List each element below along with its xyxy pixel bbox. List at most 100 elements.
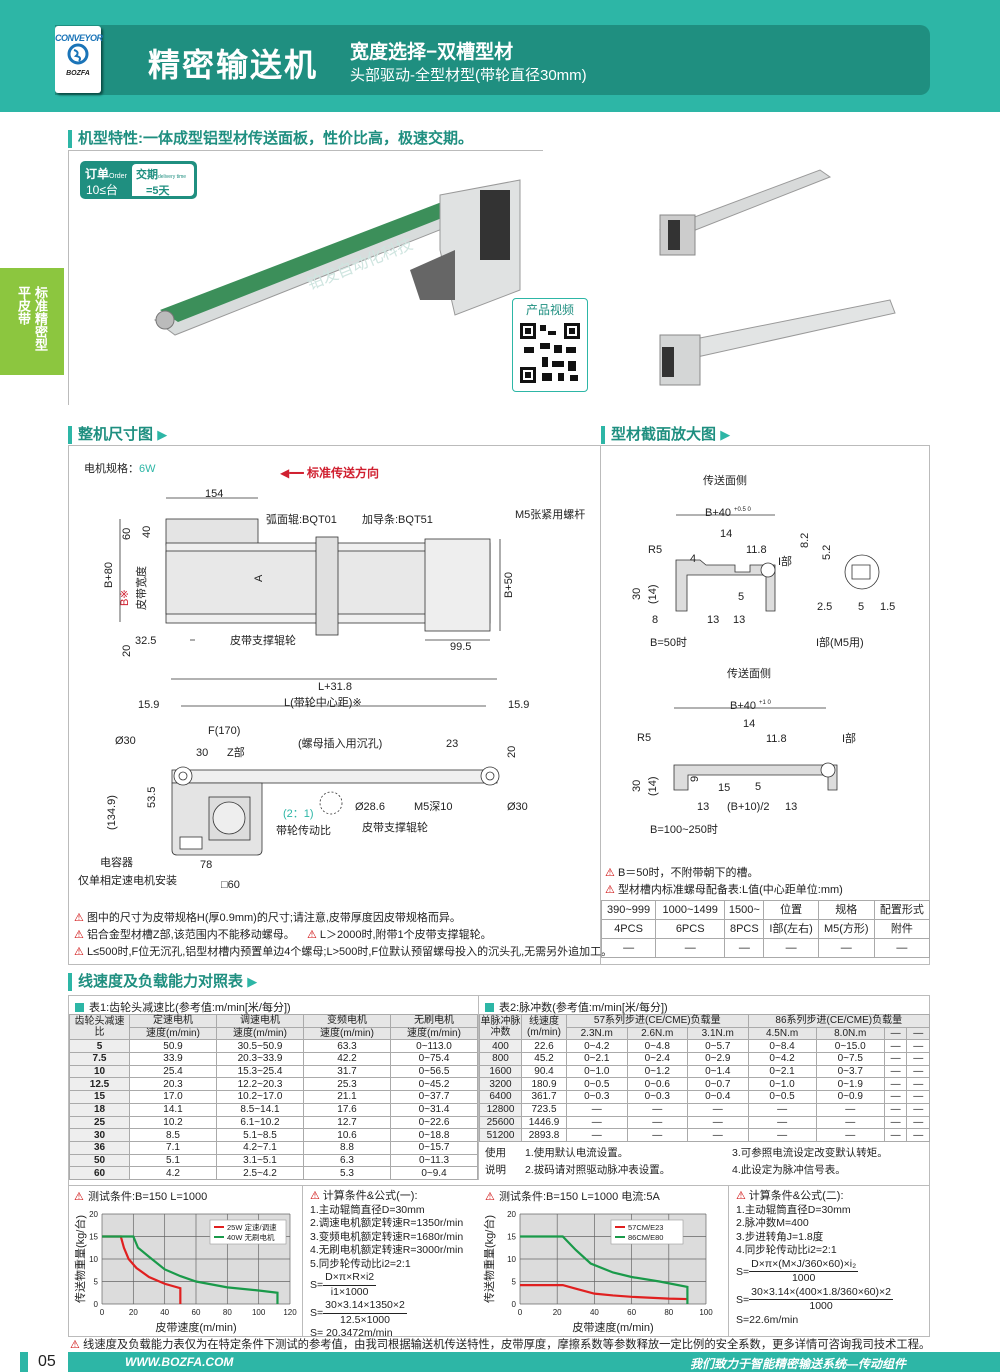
table-cell: M5(方形) xyxy=(817,919,875,939)
table-cell: 0~0.5 xyxy=(747,1090,817,1104)
col-header: 定速电机 xyxy=(129,1014,217,1028)
y-axis-label: 传送物重量(kg/台) xyxy=(482,1215,496,1303)
table1-caption: 表1:齿轮头减速比(参考值:m/min[米/每分]) xyxy=(69,996,478,1014)
y-tick-label: 15 xyxy=(89,1233,98,1242)
table-cell: 800 xyxy=(479,1052,522,1066)
y-tick-label: 0 xyxy=(94,1300,99,1309)
table-cell: — xyxy=(817,938,875,958)
table-cell: 180.9 xyxy=(521,1077,567,1092)
order-label: 订单 xyxy=(85,167,110,181)
table-cell: — xyxy=(566,1102,628,1117)
table-cell: I部(左右) xyxy=(763,919,819,939)
arrow-left-icon: ◀━━ xyxy=(280,466,308,480)
table-cell: 0~9.4 xyxy=(390,1166,478,1180)
table-cell: — xyxy=(687,1115,749,1130)
table-cell: 0~0.5 xyxy=(566,1077,628,1092)
dim-label: 30 xyxy=(631,588,643,600)
dim-label: 30 xyxy=(631,780,643,792)
category-side-tab: 平皮带 标准精密型 xyxy=(0,268,64,375)
dimension-heading: 整机尺寸图 ▶ xyxy=(68,426,167,444)
dim-label: 20 xyxy=(506,746,518,758)
table-cell: 0~4.2 xyxy=(747,1052,817,1066)
denominator: i1×1000 xyxy=(330,1285,369,1298)
table-cell: 45.2 xyxy=(521,1052,567,1066)
square-icon xyxy=(485,1003,494,1012)
table-cell: 15.3~25.4 xyxy=(216,1064,304,1079)
dim-label: (14) xyxy=(647,776,659,796)
table-cell: 1600 xyxy=(479,1064,522,1079)
y-tick-label: 10 xyxy=(507,1255,516,1264)
dim-label: B+40 xyxy=(730,700,756,712)
table-cell: — xyxy=(763,938,819,958)
table-cell: 4PCS xyxy=(600,919,657,939)
side-label: 传送面侧 xyxy=(703,473,747,487)
dim-label: R5 xyxy=(637,732,651,744)
gear-ratio-table: 齿轮头减速比 定速电机调速电机变频电机无刷电机 速度(m/min)速度(m/mi… xyxy=(69,1013,478,1180)
formula-line: 2.脉冲数M=400 xyxy=(736,1217,809,1229)
table-cell: 10.2~17.0 xyxy=(216,1090,304,1104)
dim-label: I部 xyxy=(778,554,792,568)
dim-label: 20 xyxy=(121,645,133,657)
dim-label: (134.9) xyxy=(106,795,118,830)
x-tick-label: 80 xyxy=(223,1308,232,1317)
table-cell: — xyxy=(906,1064,930,1079)
table-cell: 0~37.7 xyxy=(390,1090,478,1104)
dim-label: M5深10 xyxy=(414,800,453,813)
divider xyxy=(68,1185,930,1186)
conveying-direction: ◀━━ 标准传送方向 xyxy=(280,464,379,481)
table-cell: 0~3.7 xyxy=(815,1064,885,1079)
table-cell: 12.7 xyxy=(303,1115,391,1130)
table-cell: — xyxy=(906,1128,930,1142)
table-cell: — xyxy=(600,938,657,958)
table-cell: 0~1.0 xyxy=(747,1077,817,1092)
note-text: 线速度及负载能力表仅为在特定条件下测试的参考值，由我司根据输送机传送特性，皮带厚… xyxy=(83,1339,931,1351)
table-cell: — xyxy=(906,1090,930,1104)
table-cell: 723.5 xyxy=(521,1102,567,1117)
sub-header: 3.1N.m xyxy=(687,1026,749,1041)
video-qr-panel[interactable]: 产品视频 xyxy=(512,298,588,392)
table-cell: — xyxy=(883,1090,908,1104)
table-cell: 22.6 xyxy=(521,1039,567,1054)
table-cell: 0~1.9 xyxy=(815,1077,885,1092)
table-cell: — xyxy=(873,938,931,958)
note-text: L≤500时,F位无沉孔,铝型材槽内预置单边4个螺母;L>500时,F位默认预留… xyxy=(86,946,613,958)
table-cell: 0~0.3 xyxy=(566,1090,628,1104)
table-cell: 50.9 xyxy=(129,1039,217,1054)
table-cell: 0~8.4 xyxy=(747,1039,817,1054)
col-header: 齿轮头减速比 xyxy=(69,1013,130,1041)
dim-label: 4 xyxy=(690,553,696,565)
legend-label: 57CM/E23 xyxy=(628,1223,663,1232)
callout-label: 皮带支撑辊轮 xyxy=(362,820,428,834)
warning-icon: ⚠ xyxy=(605,867,615,879)
x-tick-label: 100 xyxy=(699,1308,713,1317)
note-text: B＝50时，不附带朝下的槽。 xyxy=(617,867,759,879)
dim-label: 60 xyxy=(121,528,133,540)
table-cell: 0~0.7 xyxy=(687,1077,749,1092)
callout-label: (螺母插入用沉孔) xyxy=(298,736,382,750)
x-tick-label: 40 xyxy=(160,1308,169,1317)
formula-result: S=22.6m/min xyxy=(736,1313,799,1326)
dimension-notes: ⚠ 图中的尺寸为皮带规格H(厚0.9mm)的尺寸;请注意,皮带厚度因皮带规格而异… xyxy=(74,910,612,961)
dim-label: Ø28.6 xyxy=(355,801,385,813)
table-cell: 8PCS xyxy=(724,919,765,939)
col-header: 1000~1499 xyxy=(655,900,726,920)
note-text: 型材槽内标准螺母配备表:L值(中心距单位:mm) xyxy=(617,884,843,896)
sub-header: 8.0N.m xyxy=(815,1026,885,1041)
dim-label: 11.8 xyxy=(766,733,787,745)
delivery-en: delivery time xyxy=(158,174,187,180)
sub-header: 2.3N.m xyxy=(566,1026,628,1041)
numerator: D×π×R×i2 xyxy=(323,1271,377,1286)
warning-icon: ⚠ xyxy=(306,929,317,941)
dim-label: B+50 xyxy=(503,572,515,598)
group-header: 57系列步进(CE/CME)负载量 xyxy=(566,1014,749,1028)
website-link[interactable]: WWW.BOZFA.COM xyxy=(125,1355,234,1369)
case-label: B=50时 xyxy=(650,636,687,649)
